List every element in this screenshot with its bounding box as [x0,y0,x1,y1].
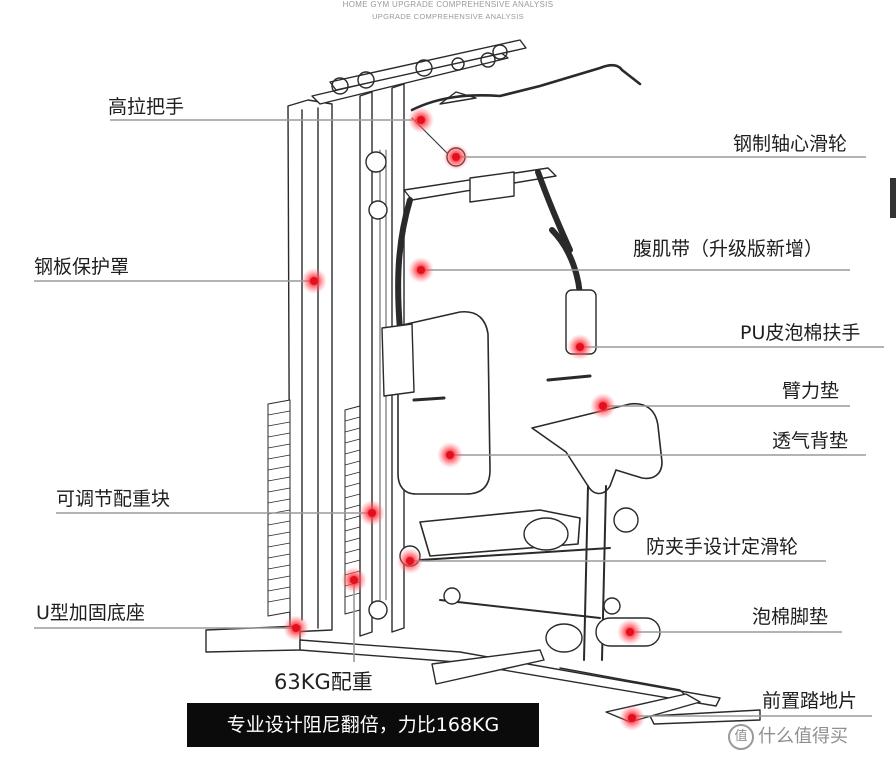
promo-banner: 专业设计阻尼翻倍，力比168KG [187,703,539,747]
weight-caption: 63KG配重 [274,670,373,694]
label-breathable-back-pad: 透气背垫 [772,430,849,452]
edge-scroll-marker [890,178,896,218]
header-line-1: HOME GYM UPGRADE COMPREHENSIVE ANALYSIS [342,0,554,9]
label-ab-strap: 腹肌带（升级版新增） [633,238,824,260]
label-steel-axle-pulley: 钢制轴心滑轮 [733,133,848,155]
label-foam-foot-pad: 泡棉脚垫 [752,606,829,628]
watermark-logo-icon: 值 [728,724,754,750]
label-u-base: U型加固底座 [36,602,145,624]
watermark: 值什么值得买 [728,722,848,750]
marker-group [283,107,645,731]
label-front-footplate: 前置踏地片 [762,690,858,712]
label-anti-pinch-pulley: 防夹手设计定滑轮 [646,536,799,558]
label-arm-pad: 臂力垫 [782,380,840,402]
label-adjustable-weight-stack: 可调节配重块 [56,488,171,510]
label-high-pull-handle: 高拉把手 [108,96,185,118]
label-pu-foam-handle: PU皮泡棉扶手 [740,322,861,344]
label-steel-plate-cover: 钢板保护罩 [34,256,130,278]
watermark-text: 什么值得买 [758,726,848,747]
header-line-2: UPGRADE COMPREHENSIVE ANALYSIS [372,12,524,21]
